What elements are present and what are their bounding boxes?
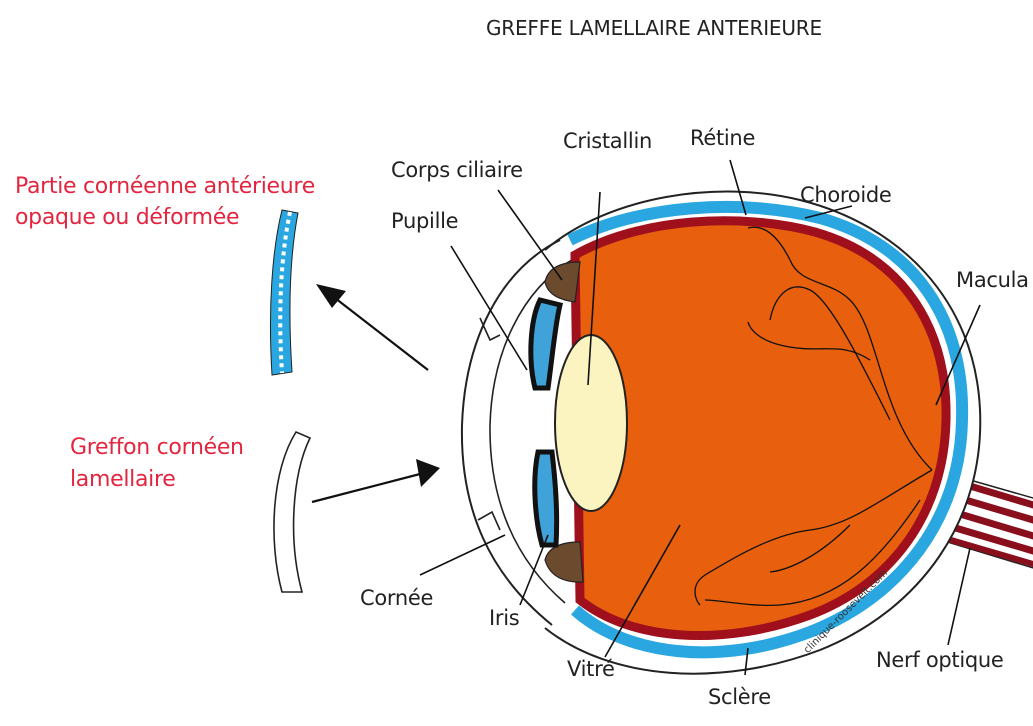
arrows: [312, 284, 440, 502]
label-partie-line2: opaque ou déformée: [15, 203, 239, 233]
label-cornee: Cornée: [360, 586, 433, 610]
label-pupille: Pupille: [391, 209, 458, 233]
label-nerf-optique: Nerf optique: [876, 648, 1004, 672]
lamellar-graft: [274, 432, 310, 592]
label-greffon-line1: Greffon cornéen: [70, 433, 244, 463]
label-partie-line1: Partie cornéenne antérieure: [15, 172, 315, 202]
lens: [555, 335, 627, 511]
label-cristallin: Cristallin: [563, 129, 652, 153]
label-vitre: Vitré: [567, 657, 615, 681]
diagram-title: GREFFE LAMELLAIRE ANTERIEURE: [486, 16, 822, 40]
label-sclere: Sclère: [708, 685, 771, 709]
label-iris: Iris: [489, 606, 519, 630]
label-retine: Rétine: [690, 126, 755, 150]
label-choroide: Choroide: [800, 183, 892, 207]
label-macula: Macula: [956, 268, 1029, 292]
label-greffon-line2: lamellaire: [70, 465, 175, 495]
removed-cornea-part: [270, 210, 298, 375]
label-corps-ciliaire: Corps ciliaire: [391, 158, 523, 182]
